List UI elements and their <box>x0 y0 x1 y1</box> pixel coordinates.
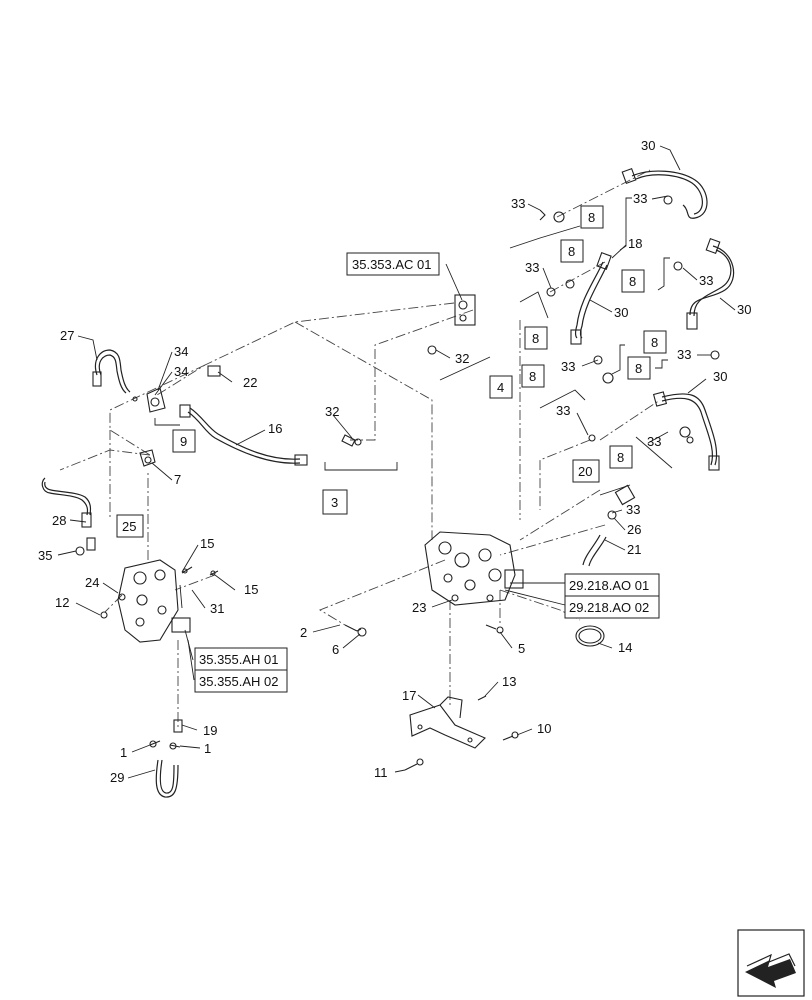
callout-30: 30 <box>614 305 628 320</box>
box-callout-20: 20 <box>572 459 600 483</box>
callout-33: 33 <box>561 359 575 374</box>
callout-21: 21 <box>627 542 641 557</box>
callout-27: 27 <box>60 328 74 343</box>
box-callout-8-label: 8 <box>629 274 636 289</box>
callout-30: 30 <box>713 369 727 384</box>
callout-7: 7 <box>174 472 181 487</box>
callout-33: 33 <box>626 502 640 517</box>
callout-28: 28 <box>52 513 66 528</box>
box-callout-9: 9 <box>172 429 196 453</box>
box-callout-8-label: 8 <box>529 369 536 384</box>
callout-22: 22 <box>243 375 257 390</box>
callout-17: 17 <box>402 688 416 703</box>
reference-29-218-ao-02[interactable]: 29.218.AO 02 <box>564 595 660 619</box>
callout-18: 18 <box>628 236 642 251</box>
callout-35: 35 <box>38 548 52 563</box>
box-callout-9-label: 9 <box>180 434 187 449</box>
callout-15: 15 <box>200 536 214 551</box>
callout-34: 34 <box>174 364 188 379</box>
callout-24: 24 <box>85 575 99 590</box>
box-callout-8-label: 8 <box>651 335 658 350</box>
callout-33: 33 <box>511 196 525 211</box>
reference-35-353-ac-01[interactable]: 35.353.AC 01 <box>346 252 440 276</box>
box-callout-8: 8 <box>621 269 645 293</box>
callout-34: 34 <box>174 344 188 359</box>
reference-35-355-ah-02-label: 35.355.AH 02 <box>199 674 279 689</box>
reference-29-218-ao-01[interactable]: 29.218.AO 01 <box>564 573 660 597</box>
reference-35-355-ah-01[interactable]: 35.355.AH 01 <box>194 647 288 671</box>
cross-references: 35.353.AC 01 29.218.AO 01 29.218.AO 02 3… <box>194 252 660 693</box>
group-brackets <box>154 197 673 609</box>
callout-10: 10 <box>537 721 551 736</box>
box-callout-8-label: 8 <box>588 210 595 225</box>
callout-26: 26 <box>627 522 641 537</box>
callout-30: 30 <box>641 138 655 153</box>
callout-33: 33 <box>525 260 539 275</box>
callout-19: 19 <box>203 723 217 738</box>
leader-lines <box>57 145 736 779</box>
callout-15: 15 <box>244 582 258 597</box>
callout-12: 12 <box>55 595 69 610</box>
box-callout-8: 8 <box>521 364 545 388</box>
callout-14: 14 <box>618 640 632 655</box>
box-callout-4-label: 4 <box>497 380 504 395</box>
box-callout-8: 8 <box>643 330 667 354</box>
boxed-callouts: 8 8 8 8 8 8 8 8 <box>116 205 667 538</box>
reference-35-355-ah-01-label: 35.355.AH 01 <box>199 652 279 667</box>
callout-13: 13 <box>502 674 516 689</box>
callout-5: 5 <box>518 641 525 656</box>
callout-11: 11 <box>374 765 388 780</box>
callout-33: 33 <box>647 434 661 449</box>
callout-16: 16 <box>268 421 282 436</box>
box-callout-8: 8 <box>524 326 548 350</box>
reference-35-355-ah-02[interactable]: 35.355.AH 02 <box>194 669 288 693</box>
callout-32: 32 <box>325 404 339 419</box>
callout-31: 31 <box>210 601 224 616</box>
parts <box>41 167 735 798</box>
box-callout-8: 8 <box>609 445 633 469</box>
box-callout-8: 8 <box>560 239 584 263</box>
box-callout-3: 3 <box>322 489 348 515</box>
box-callout-8-label: 8 <box>568 244 575 259</box>
callout-23: 23 <box>412 600 426 615</box>
callout-33: 33 <box>699 273 713 288</box>
box-callout-25-label: 25 <box>122 519 136 534</box>
box-callout-20-label: 20 <box>578 464 592 479</box>
callout-2: 2 <box>300 625 307 640</box>
reference-29-218-ao-01-label: 29.218.AO 01 <box>569 578 649 593</box>
box-callout-8: 8 <box>580 205 604 229</box>
box-callout-8-label: 8 <box>617 450 624 465</box>
callout-30: 30 <box>737 302 751 317</box>
callout-29: 29 <box>110 770 124 785</box>
callout-33: 33 <box>677 347 691 362</box>
next-page-arrow-icon[interactable] <box>737 929 805 997</box>
callout-6: 6 <box>332 642 339 657</box>
callout-1: 1 <box>120 745 127 760</box>
box-callout-8: 8 <box>627 356 651 380</box>
reference-29-218-ao-02-label: 29.218.AO 02 <box>569 600 649 615</box>
callout-32: 32 <box>455 351 469 366</box>
assembly-dash-lines <box>59 169 661 730</box>
reference-35-353-ac-01-label: 35.353.AC 01 <box>352 257 432 272</box>
box-callout-25: 25 <box>116 514 144 538</box>
callout-1: 1 <box>204 741 211 756</box>
callout-33: 33 <box>556 403 570 418</box>
box-callout-8-label: 8 <box>635 361 642 376</box>
box-callout-4: 4 <box>489 375 513 399</box>
part-callouts: 30 33 33 18 33 30 33 30 33 33 30 33 33 3… <box>38 138 751 785</box>
callout-33: 33 <box>633 191 647 206</box>
box-callout-8-label: 8 <box>532 331 539 346</box>
box-callout-3-label: 3 <box>331 495 338 510</box>
